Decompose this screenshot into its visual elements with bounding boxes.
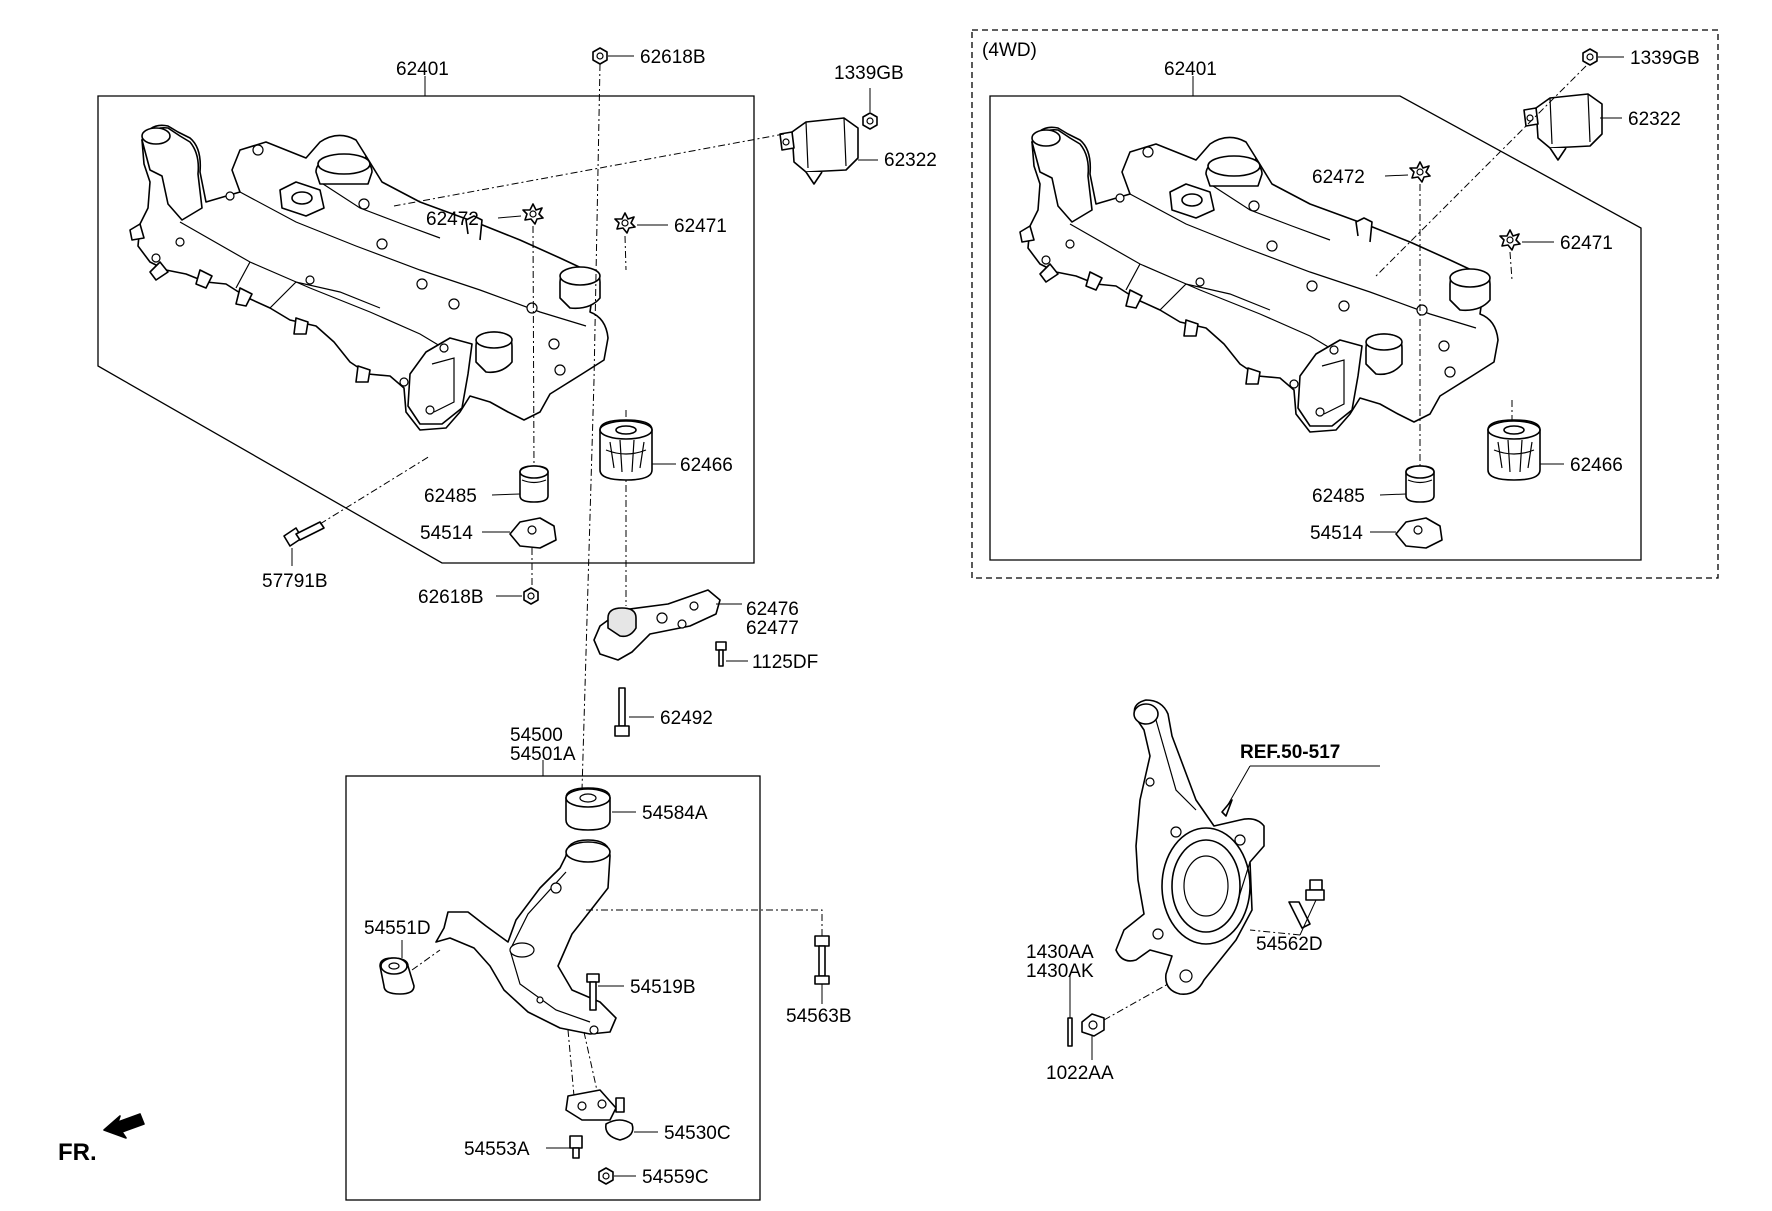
label-54514-2wd: 54514 — [420, 523, 473, 544]
washer-62472-a — [522, 203, 544, 225]
label-62471-4wd: 62471 — [1560, 233, 1613, 254]
lower-control-arm — [435, 839, 617, 1035]
lower-arm-frame — [345, 775, 761, 1201]
label-1339gb-4wd: 1339GB — [1630, 48, 1700, 69]
label-1022aa: 1022AA — [1046, 1063, 1114, 1084]
label-54551d: 54551D — [364, 918, 431, 939]
bushing-62466-b — [1487, 419, 1541, 481]
label-54553a: 54553A — [464, 1139, 530, 1160]
label-62618b-top: 62618B — [640, 47, 706, 68]
lower-arm-group — [345, 760, 823, 1201]
label-62322-4wd: 62322 — [1628, 109, 1681, 130]
bolt-54562d — [1249, 879, 1325, 936]
washer-62472-b — [1409, 161, 1431, 183]
label-62401-2wd: 62401 — [396, 59, 449, 80]
label-1339gb-2wd: 1339GB — [834, 63, 904, 84]
bolt-54519b — [586, 973, 624, 1011]
label-62472-4wd: 62472 — [1312, 167, 1365, 188]
bushing-62485-b — [1405, 465, 1435, 503]
nut-1339gb-a — [862, 112, 878, 130]
label-62485-4wd: 62485 — [1312, 486, 1365, 507]
label-54559c: 54559C — [642, 1167, 709, 1188]
nut-54559c — [598, 1167, 614, 1185]
label-62471-2wd: 62471 — [674, 216, 727, 237]
label-62618b-bottom: 62618B — [418, 587, 484, 608]
label-1430ak: 1430AK — [1026, 961, 1094, 982]
crossmember-2wd-group — [97, 76, 755, 564]
bushing-54584a — [565, 787, 636, 831]
4wd-dashed-frame — [971, 29, 1719, 579]
label-62322-2wd: 62322 — [884, 150, 937, 171]
label-4wd: (4WD) — [982, 40, 1037, 61]
label-62485-2wd: 62485 — [424, 486, 477, 507]
bracket-62476-62477 — [593, 589, 742, 661]
bushing-54551d — [379, 940, 441, 995]
label-front: FR. — [58, 1139, 97, 1166]
nut-62618b-top — [592, 47, 608, 65]
label-57791b: 57791B — [262, 571, 328, 592]
label-54584a: 54584A — [642, 803, 708, 824]
crossmember-2wd — [129, 124, 609, 431]
front-direction-indicator — [103, 1113, 145, 1139]
label-1430aa: 1430AA — [1026, 942, 1094, 963]
label-62466-2wd: 62466 — [680, 455, 733, 476]
label-62492: 62492 — [660, 708, 713, 729]
label-62401-4wd: 62401 — [1164, 59, 1217, 80]
label-54563b: 54563B — [786, 1006, 852, 1027]
mount-62322-b — [1523, 93, 1603, 161]
mount-62322-a — [779, 117, 859, 185]
bolt-54563b — [814, 935, 830, 1004]
bushing-62466-a — [599, 419, 653, 481]
label-1125df: 1125DF — [752, 652, 818, 673]
crossmember-4wd-group — [971, 29, 1719, 579]
ball-joint-54530c — [565, 1089, 658, 1141]
label-ref-50-517: REF.50-517 — [1240, 742, 1340, 763]
label-54500: 54500 — [510, 725, 563, 746]
label-62477: 62477 — [746, 618, 799, 639]
plate-54514-b — [1395, 517, 1443, 549]
front-arrow-icon — [103, 1113, 145, 1139]
washer-62471-a — [614, 212, 636, 234]
label-62476: 62476 — [746, 599, 799, 620]
label-62472-2wd: 62472 — [426, 209, 479, 230]
bolt-1125df — [715, 641, 748, 667]
label-54530c: 54530C — [664, 1123, 731, 1144]
plate-54514-a — [509, 517, 557, 549]
bolt-57791b — [283, 455, 431, 566]
washer-62471-b — [1499, 229, 1521, 251]
steering-knuckle — [1115, 699, 1265, 996]
bolt-54553a — [546, 1135, 583, 1159]
label-62466-4wd: 62466 — [1570, 455, 1623, 476]
label-54514-4wd: 54514 — [1310, 523, 1363, 544]
bushing-62485-a — [519, 465, 549, 503]
label-54519b: 54519B — [630, 977, 696, 998]
crossmember-2wd-frame — [97, 95, 755, 564]
nut-62618b-bottom — [523, 587, 539, 605]
bolt-62492 — [614, 687, 654, 737]
cotter-pin-1430aa — [1067, 974, 1073, 1047]
crossmember-4wd-frame — [989, 95, 1642, 561]
nut-1339gb-b — [1582, 48, 1598, 66]
label-54562d: 54562D — [1256, 934, 1323, 955]
label-54501a: 54501A — [510, 744, 576, 765]
nut-1022aa — [1081, 983, 1169, 1060]
